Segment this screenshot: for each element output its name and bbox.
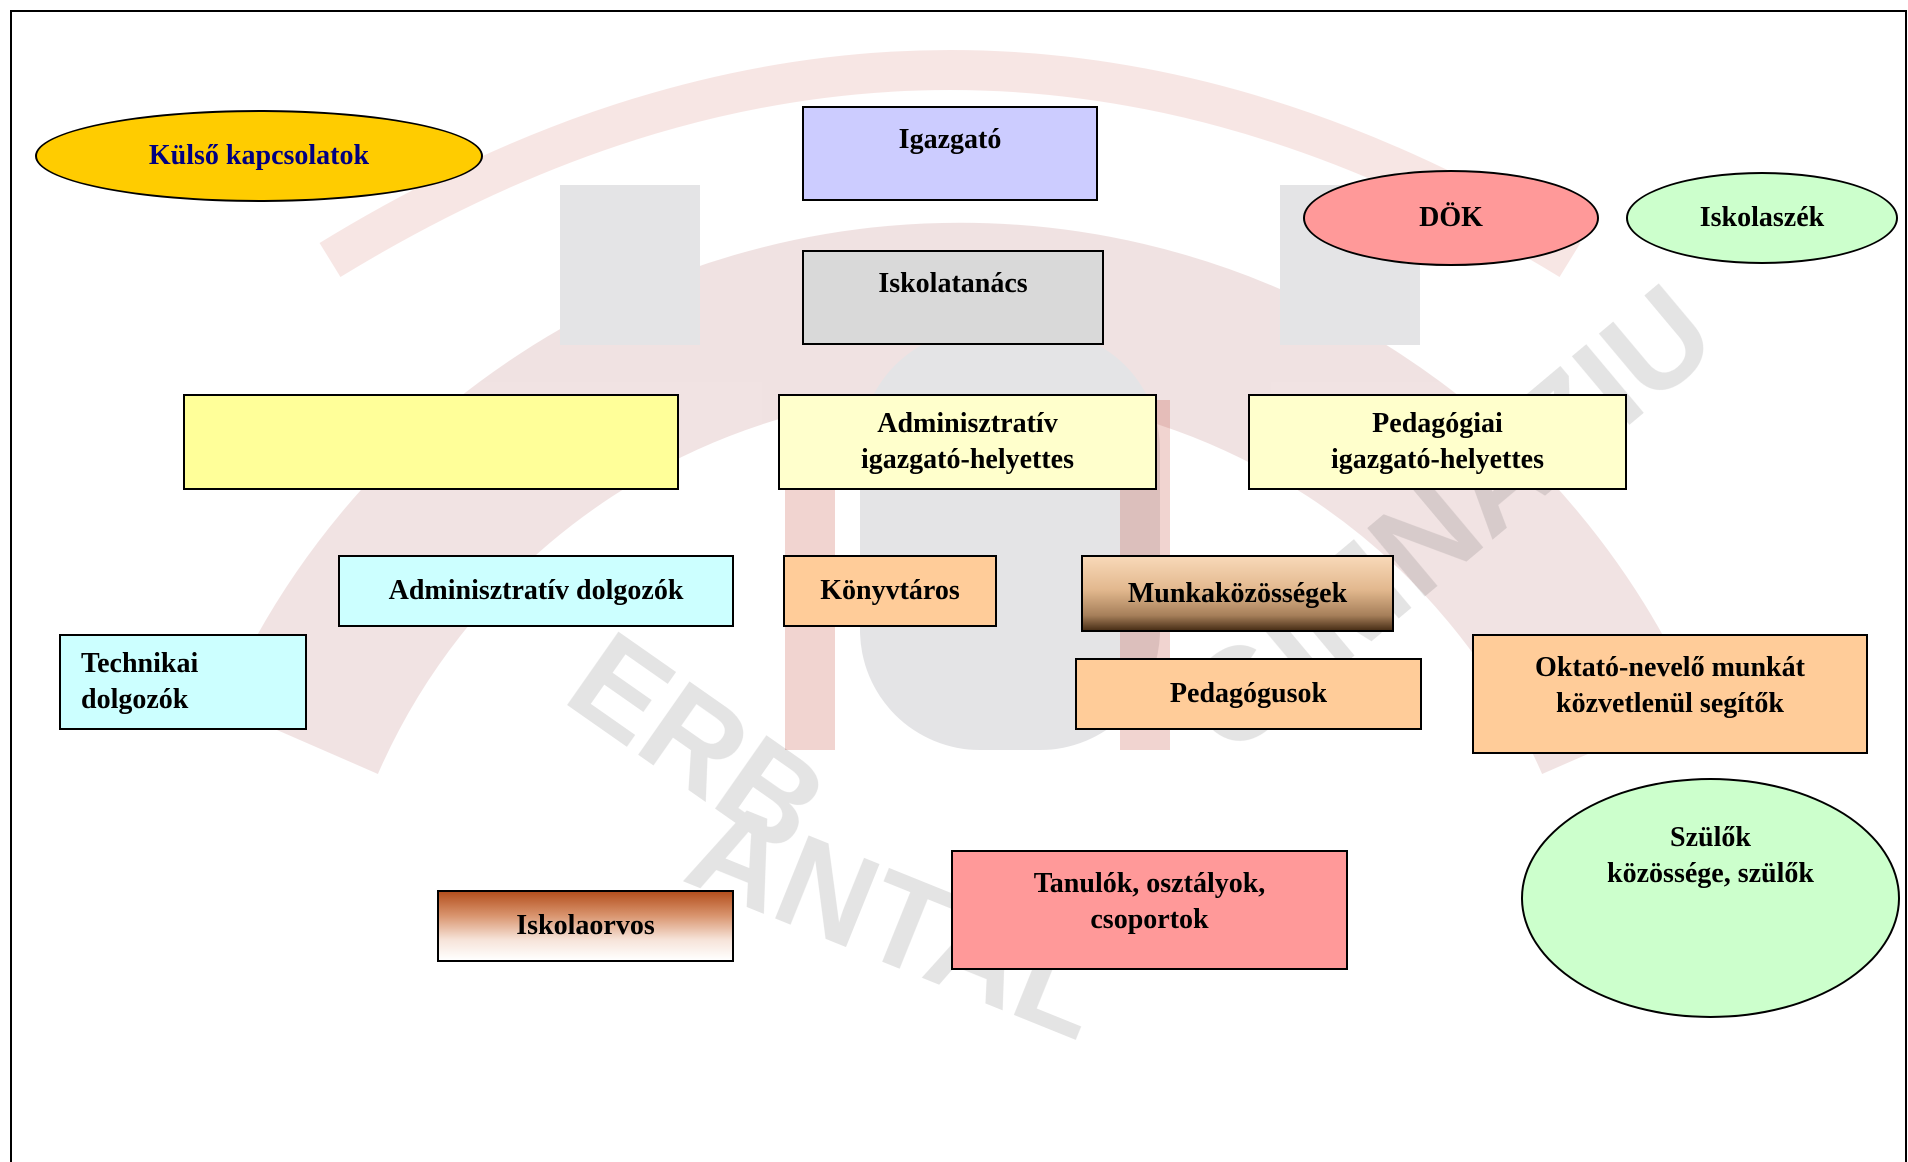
unlabeled-yellow-node (183, 394, 679, 490)
igazgato-label: Igazgató (898, 124, 1002, 155)
technikai-dolgozok-node: Technikai dolgozók (59, 634, 307, 730)
pedagogusok-node: Pedagógusok (1075, 658, 1422, 730)
munkakozossegek-node: Munkaközösségek (1081, 555, 1394, 632)
iskolatanacs-label: Iskolatanács (878, 268, 1028, 299)
adminisztrativ-igazgato-helyettes-label: Adminisztratív igazgató-helyettes (860, 408, 1075, 475)
diagram-frame (10, 10, 1907, 1162)
szulok-node: Szülők közössége, szülők (1521, 778, 1900, 1018)
iskolaszek-node: Iskolaszék (1626, 172, 1898, 264)
technikai-dolgozok-label: Technikai dolgozók (81, 648, 199, 715)
adminisztrativ-dolgozok-node: Adminisztratív dolgozók (338, 555, 734, 627)
iskolaorvos-node: Iskolaorvos (437, 890, 734, 962)
oktato-nevelo-node: Oktató-nevelő munkát közvetlenül segítők (1472, 634, 1868, 754)
igazgato-node: Igazgató (802, 106, 1098, 201)
munkakozossegek-label: Munkaközösségek (1127, 577, 1348, 609)
pedagogusok-label: Pedagógusok (1169, 678, 1328, 709)
kulso-kapcsolatok-label: Külső kapcsolatok (148, 140, 370, 171)
dok-label: DÖK (1419, 202, 1483, 233)
adminisztrativ-igazgato-helyettes-node: Adminisztratív igazgató-helyettes (778, 394, 1157, 490)
kulso-kapcsolatok-node: Külső kapcsolatok (35, 110, 483, 202)
pedagogiai-igazgato-helyettes-node: Pedagógiai igazgató-helyettes (1248, 394, 1627, 490)
dok-node: DÖK (1303, 170, 1599, 266)
oktato-nevelo-label: Oktató-nevelő munkát közvetlenül segítők (1535, 652, 1805, 719)
konyvtaros-label: Könyvtáros (820, 575, 960, 606)
iskolatanacs-node: Iskolatanács (802, 250, 1104, 345)
szulok-label: Szülők közössége, szülők (1607, 822, 1814, 889)
tanulok-node: Tanulók, osztályok, csoportok (951, 850, 1348, 970)
iskolaszek-label: Iskolaszék (1699, 202, 1825, 233)
tanulok-label: Tanulók, osztályok, csoportok (1033, 868, 1266, 935)
iskolaorvos-label: Iskolaorvos (516, 910, 655, 941)
adminisztrativ-dolgozok-label: Adminisztratív dolgozók (388, 575, 684, 606)
konyvtaros-node: Könyvtáros (783, 555, 997, 627)
pedagogiai-igazgato-helyettes-label: Pedagógiai igazgató-helyettes (1330, 408, 1545, 475)
